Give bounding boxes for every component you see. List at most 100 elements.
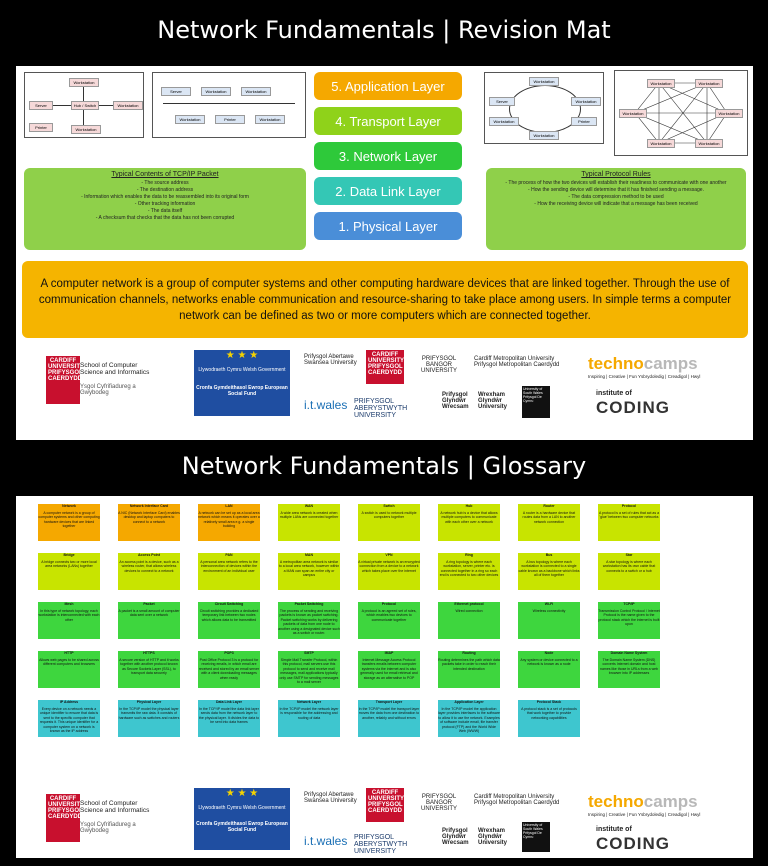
diagram-node: Workstation [69, 78, 99, 87]
network-definition: A computer network is a group of compute… [22, 261, 748, 338]
glossary-definition: In this type of network topology, each w… [38, 608, 100, 622]
bangor-logo: PRIFYSGOL BANGOR UNIVERSITY [420, 356, 457, 374]
diagram-node: Server [29, 101, 53, 110]
glossary-term: WAN [304, 504, 314, 508]
layer-transport: 4. Transport Layer [314, 107, 462, 135]
glossary-term: VPN [385, 553, 393, 557]
glossary-definition: A computer network is a group of compute… [38, 510, 100, 529]
welsh-gov: Llywodraeth Cymru Welsh Government [198, 367, 286, 373]
glossary-term: Application Layer [454, 700, 484, 704]
glossary-card: Protocol Stack A protocol stack is a set … [518, 700, 580, 737]
glossary-definition: A router is a hardware device that route… [522, 510, 576, 524]
glossary-definition: A network can be set up as a local area … [198, 510, 260, 529]
glossary-term: Ethernet protocol [454, 602, 484, 606]
glossary-term: Mesh [64, 602, 74, 606]
glossary-definition: A ring topology is where each workstatio… [439, 559, 499, 578]
technocamps-logo: technocamps [588, 354, 698, 374]
diagram-node: Workstation [489, 117, 519, 126]
coding-logo: CODING [596, 398, 670, 417]
layer-physical: 1. Physical Layer [314, 212, 462, 240]
glossary-term: PAN [225, 553, 233, 557]
glossary-definition: A secure version of HTTP and it works to… [119, 657, 179, 676]
diagram-node: Printer [29, 123, 53, 132]
camps-text: camps [643, 354, 698, 373]
glossary-definition: In the TCP/IP model the network layer is… [279, 706, 339, 720]
glossary-term: Bridge [63, 553, 75, 557]
glossary-card: Network Layer In the TCP/IP model the net… [278, 700, 340, 737]
glossary-definition: A NIC (Network Interface Card) enables d… [118, 510, 180, 524]
glossary-term: Protocol Stack [536, 700, 562, 704]
glossary-definition: A protocol stack is a set of protocols t… [521, 706, 577, 720]
logo-strip: CARDIFF UNIVERSITY PRIFYSGOL CAERDYDD Sc… [16, 350, 753, 420]
glossary-card: Bridge A bridge connects two or more loca… [38, 553, 100, 590]
diagram-node: Workstation [695, 139, 723, 148]
protocol-line: - How the sending device will determine … [528, 187, 704, 193]
diagram-node: Workstation [175, 115, 205, 124]
glossary-term: Data Link Layer [215, 700, 243, 704]
cardiff-school-cy: Ysgol Cyfrifiadureg a Gwybodeg [80, 384, 136, 396]
diagram-node: Workstation [715, 109, 743, 118]
revision-mat: Workstation Server Hub / Switch Workstat… [16, 66, 753, 440]
glossary-term: Physical Layer [136, 700, 162, 704]
glossary-term: MAN [305, 553, 313, 557]
esf-text: Cronfa Gymdeithasol Ewrop European Socia… [196, 821, 288, 833]
south-wales-logo: University of South Wales Prifysgol De C… [522, 386, 550, 418]
glossary-definition: The Domain Name System (DNS) converts In… [600, 657, 658, 676]
glossary-definition: Routing determines the path which data p… [438, 657, 500, 671]
diagram-node: Printer [571, 117, 597, 126]
glossary-term: Transport Layer [375, 700, 403, 704]
glossary-definition: A bridge connects two or more local area… [41, 559, 97, 569]
glossary-definition: A personal area network refers to the in… [200, 559, 258, 573]
cardiff-met-logo: Cardiff Metropolitan University Prifysgo… [474, 794, 560, 806]
diagram-node: Printer [215, 115, 245, 124]
revision-title: Network Fundamentals | Revision Mat [157, 16, 611, 44]
glossary-definition: A wide area network is created when mult… [279, 510, 339, 520]
diagram-node: Workstation [113, 101, 143, 110]
institute-text: institute of [596, 390, 632, 397]
glossary-definition: A protocol is a set of rules that act as… [598, 510, 660, 520]
institute-text: institute of [596, 826, 632, 833]
glossary-definition: Any system or device connected to a netw… [520, 657, 578, 667]
camps-text: camps [643, 792, 698, 811]
glossary-term: Star [625, 553, 633, 557]
glossary-term: IMAP [384, 651, 394, 655]
glossary-term: POP3 [224, 651, 234, 655]
tcpip-line: - Information which enables the data to … [81, 194, 249, 200]
glossary-card: Mesh In this type of network topology, ea… [38, 602, 100, 639]
mesh-lines [634, 82, 728, 144]
itwales-logo: i.t.wales [304, 398, 348, 412]
layer-data-link: 2. Data Link Layer [314, 177, 462, 205]
glossary-definition: A packet is a small amount of computer d… [118, 608, 180, 618]
diagram-node: Hub / Switch [71, 101, 99, 110]
diagram-node: Workstation [201, 87, 231, 96]
cardiff-logo: CARDIFF UNIVERSITY PRIFYSGOL CAERDYDD [46, 356, 84, 404]
glossary-definition: Transmission Control Protocol / Internet… [598, 608, 660, 627]
logo-strip-2: CARDIFF UNIVERSITY PRIFYSGOL CAERDYDD Sc… [16, 788, 753, 858]
swansea-logo: Prifysgol Abertawe Swansea University [304, 354, 357, 366]
technocamps-tagline: Inspiring | Creative | Fun Ysbrydoledig … [588, 812, 701, 817]
glossary-term: HTTP [64, 651, 74, 655]
diagram-node: Workstation [571, 97, 601, 106]
eu-stars-icon: ★ ★ ★ [225, 350, 259, 361]
tcpip-line: - The data itself [147, 208, 183, 214]
glossary-definition: An access point is a device, such as a w… [119, 559, 179, 573]
bus-topology-diagram: Server Workstation Workstation Workstati… [152, 72, 306, 138]
glossary-term: Network Layer [296, 700, 322, 704]
glossary-definition: A protocol is an agreed set of rules, wh… [361, 608, 417, 622]
glossary-term: Domain Name System [610, 651, 648, 655]
wrexham-logo: Wrexham Glyndŵr University [478, 828, 508, 846]
protocol-line: - The process of how the two devices wil… [505, 180, 727, 186]
